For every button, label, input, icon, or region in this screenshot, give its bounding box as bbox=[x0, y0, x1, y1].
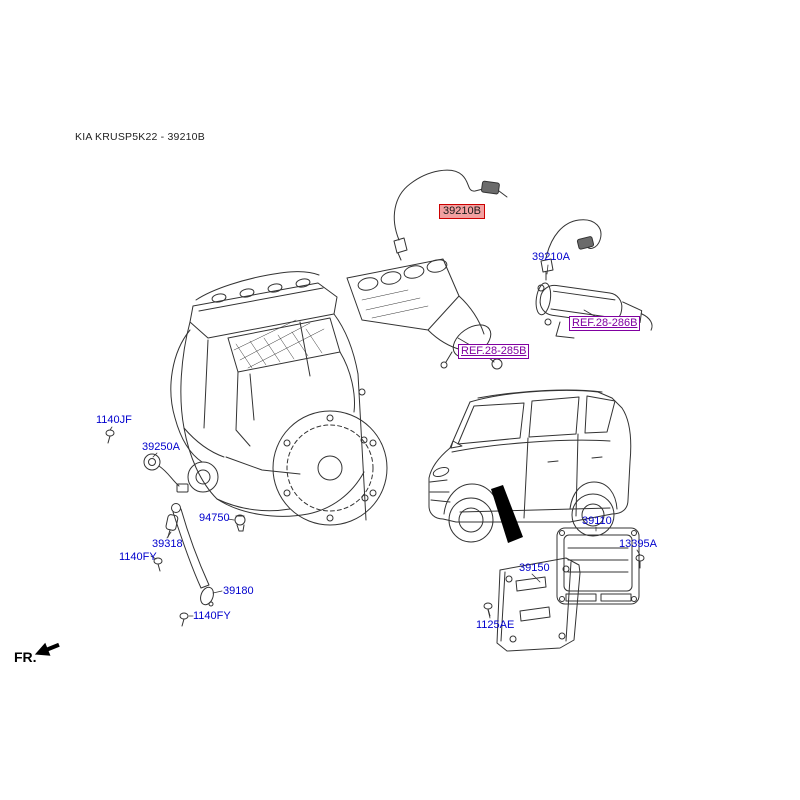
page-title: KIA KRUSP5K22 - 39210B bbox=[75, 131, 205, 143]
catalytic-converter-illustration bbox=[535, 282, 653, 339]
o2-sensor-upstream-illustration bbox=[393, 169, 508, 261]
part-label-1125AE[interactable]: 1125AE bbox=[476, 619, 515, 631]
bolt-icon bbox=[483, 602, 493, 617]
o2-sensor-downstream-illustration bbox=[540, 219, 602, 281]
part-label-1140FY-1[interactable]: 1140FY bbox=[119, 551, 157, 563]
location-callout-arrow-icon bbox=[491, 485, 523, 543]
part-label-13395A[interactable]: 13395A bbox=[619, 538, 657, 550]
part-label-39210A[interactable]: 39210A bbox=[532, 251, 570, 263]
sensor-39180-illustration bbox=[171, 503, 214, 607]
front-direction-label: FR. bbox=[14, 649, 37, 665]
camshaft-sensor-illustration bbox=[165, 514, 179, 538]
part-label-39180[interactable]: 39180 bbox=[223, 585, 254, 597]
bolt-icon bbox=[179, 612, 189, 627]
engine-illustration bbox=[170, 271, 388, 526]
part-label-39110[interactable]: 39110 bbox=[582, 515, 612, 527]
part-label-94750[interactable]: 94750 bbox=[199, 512, 230, 524]
part-label-39250A[interactable]: 39250A bbox=[142, 441, 180, 453]
bolt-icon bbox=[105, 429, 115, 444]
oil-pressure-switch-illustration bbox=[234, 514, 246, 532]
vehicle-illustration bbox=[428, 389, 632, 543]
fr-direction-arrow-icon bbox=[34, 642, 60, 656]
bolt-icon bbox=[153, 557, 163, 572]
part-label-1140JF[interactable]: 1140JF bbox=[96, 414, 132, 426]
part-label-39210B[interactable]: 39210B bbox=[439, 204, 485, 219]
ecu-illustration bbox=[556, 527, 640, 605]
part-label-1140FY-2[interactable]: 1140FY bbox=[193, 610, 231, 622]
ecu-bracket-illustration bbox=[496, 557, 581, 652]
part-label-39318[interactable]: 39318 bbox=[152, 538, 183, 550]
part-label-39150[interactable]: 39150 bbox=[519, 562, 550, 574]
bolt-icon bbox=[635, 554, 645, 569]
ref-label-28-286B[interactable]: REF.28-286B bbox=[569, 316, 641, 331]
leader-lines bbox=[109, 264, 641, 619]
ref-label-28-285B[interactable]: REF.28-285B bbox=[458, 344, 530, 359]
knock-sensor-illustration bbox=[143, 453, 189, 493]
